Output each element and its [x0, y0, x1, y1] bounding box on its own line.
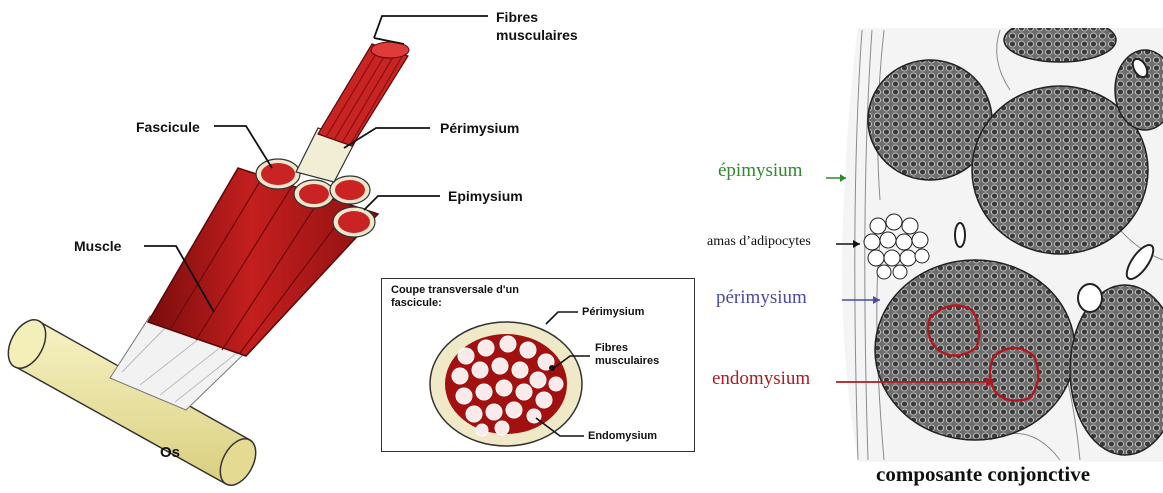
fibre-bundle — [318, 42, 409, 146]
histo-label-endomysium: endomysium — [712, 368, 810, 390]
label-muscle: Muscle — [74, 238, 121, 254]
label-epimysium: Epimysium — [448, 188, 523, 204]
histology-section — [830, 18, 1163, 468]
histo-label-perimysium: périmysium — [716, 287, 807, 309]
histo-label-adipocytes: amas d’adipocytes — [707, 234, 811, 250]
label-fascicule: Fascicule — [136, 119, 200, 135]
histo-label-epimysium: épimysium — [718, 160, 802, 182]
inset-label-perimysium: Périmysium — [582, 306, 644, 318]
label-fibres-musculaires: Fibres musculaires — [496, 8, 578, 44]
inset-label-endomysium: Endomysium — [588, 430, 657, 442]
inset-label-fibres: Fibres musculaires — [595, 342, 659, 368]
label-perimysium: Périmysium — [440, 120, 519, 136]
label-os: Os — [160, 444, 180, 461]
inset-title: Coupe transversale d'un fascicule: — [391, 284, 519, 310]
histo-caption: composante conjonctive — [876, 462, 1090, 487]
